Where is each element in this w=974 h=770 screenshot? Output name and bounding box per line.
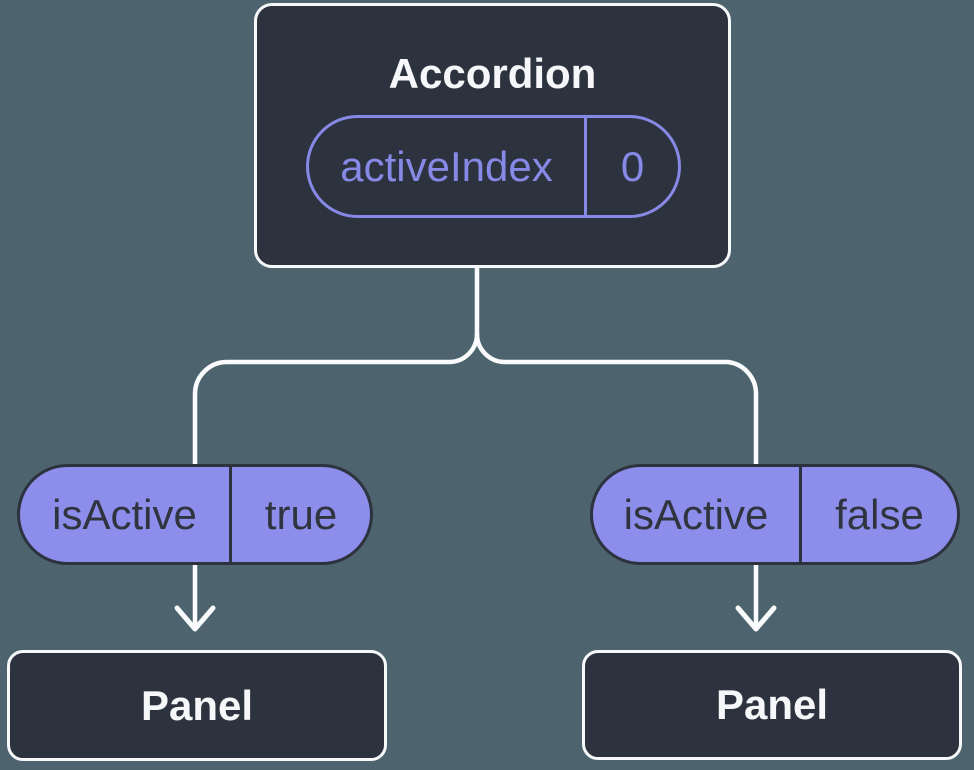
state-pill: activeIndex 0 xyxy=(306,115,681,218)
arrow-down-left-icon xyxy=(174,605,216,632)
panel-node-left: Panel xyxy=(7,650,387,761)
state-pill-label: activeIndex xyxy=(340,142,553,190)
prop-pill-left-value: true xyxy=(229,467,370,562)
prop-pill-right: isActive false xyxy=(590,464,960,565)
prop-pill-right-label: isActive xyxy=(623,490,769,538)
arrow-down-right-icon xyxy=(735,605,777,632)
prop-pill-left-label: isActive xyxy=(52,490,197,538)
panel-node-left-title: Panel xyxy=(140,681,254,729)
prop-pill-right-value: false xyxy=(799,467,957,562)
connector-branch-left xyxy=(192,331,480,627)
state-pill-value: 0 xyxy=(584,118,678,215)
accordion-node-title: Accordion xyxy=(388,50,597,97)
panel-node-right-title: Panel xyxy=(715,681,829,728)
accordion-node: Accordion activeIndex 0 xyxy=(254,3,731,268)
connector-branch-right xyxy=(474,331,759,627)
panel-node-right: Panel xyxy=(582,650,962,760)
prop-pill-left: isActive true xyxy=(17,464,373,565)
